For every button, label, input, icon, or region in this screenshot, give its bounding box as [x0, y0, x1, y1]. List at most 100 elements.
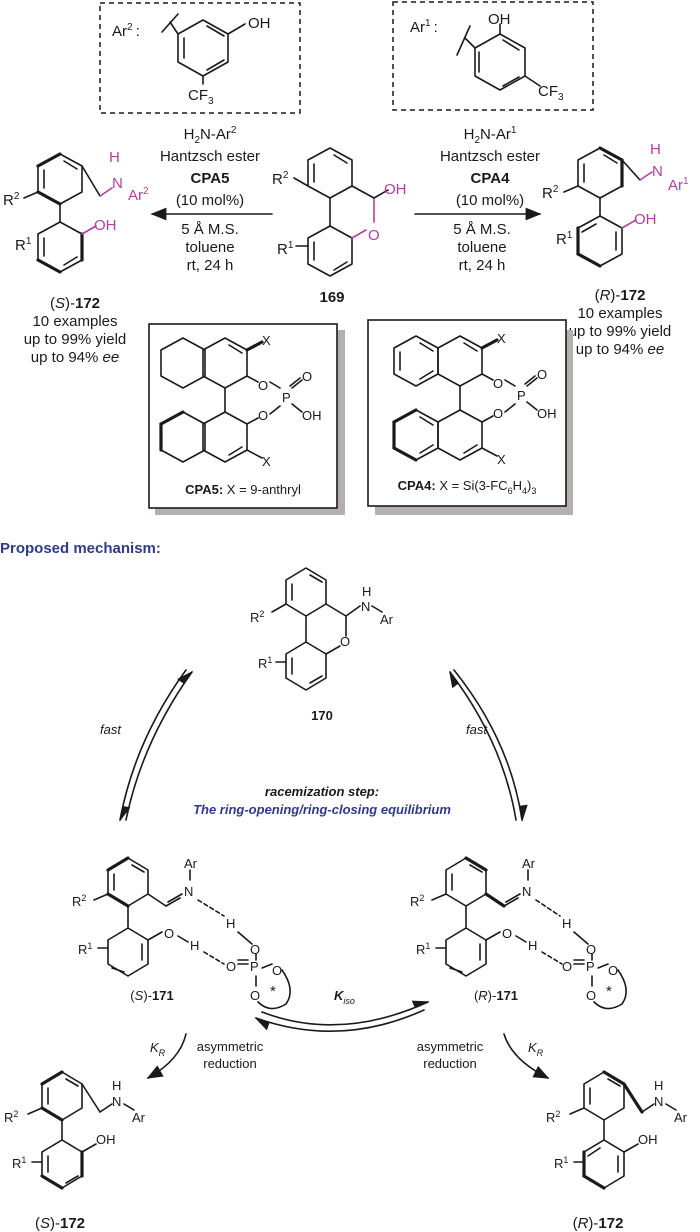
svg-text:H: H — [112, 1078, 121, 1093]
svg-text:10 examples: 10 examples — [32, 313, 117, 330]
catalyst-cpa4-box: X O O P O OH X CPA4: X = Si(3-FC6H4)3 — [367, 319, 573, 515]
svg-text:CPA4: X = Si(3-FC6H4)3: CPA4: X = Si(3-FC6H4)3 — [398, 478, 537, 496]
asym-reduction-left-2: reduction — [203, 1056, 256, 1071]
svg-text:Ar: Ar — [522, 856, 536, 871]
left-reduction-arrow — [146, 1033, 187, 1079]
right-reduction-arrow — [503, 1033, 550, 1079]
ar2-definition-box: Ar2: OH CF3 — [99, 2, 301, 114]
svg-text:O: O — [493, 406, 503, 421]
asym-reduction-right-1: asymmetric — [417, 1039, 484, 1054]
svg-text:H: H — [650, 141, 661, 158]
svg-text:CF3: CF3 — [188, 87, 214, 107]
svg-text:(R)-171: (R)-171 — [474, 988, 518, 1003]
racemization-subtitle: The ring-opening/ring-closing equilibriu… — [193, 802, 451, 817]
product-s-172-bottom: H N Ar OH R2 R1 (S)-172 — [4, 1070, 146, 1232]
svg-text:O: O — [226, 959, 236, 974]
svg-text:Hantzsch ester: Hantzsch ester — [160, 148, 260, 165]
svg-text:P: P — [586, 959, 595, 974]
svg-text:R2: R2 — [4, 1109, 18, 1125]
svg-text:H: H — [362, 584, 371, 599]
svg-text:R2: R2 — [410, 893, 424, 909]
svg-text:N: N — [112, 175, 123, 192]
svg-text:H2N-Ar2: H2N-Ar2 — [184, 125, 237, 146]
svg-text:N: N — [652, 163, 663, 180]
svg-text:Ar: Ar — [674, 1110, 688, 1125]
svg-text:169: 169 — [319, 289, 344, 306]
svg-text:H: H — [654, 1078, 663, 1093]
svg-text:O: O — [493, 376, 503, 391]
svg-text:Ar: Ar — [132, 1110, 146, 1125]
svg-text:R1: R1 — [78, 941, 92, 957]
svg-text:O: O — [250, 942, 260, 957]
svg-text:up to 94% ee: up to 94% ee — [576, 341, 664, 358]
svg-text:R2: R2 — [272, 170, 289, 188]
svg-text:up to 99% yield: up to 99% yield — [24, 331, 127, 348]
svg-text:OH: OH — [248, 15, 271, 32]
svg-text:rt, 24 h: rt, 24 h — [187, 257, 234, 274]
svg-text:H: H — [528, 938, 537, 953]
svg-text:OH: OH — [384, 181, 407, 198]
svg-text:R1: R1 — [12, 1155, 26, 1171]
right-reaction-conditions: H2N-Ar1 Hantzsch ester CPA4 (10 mol%) 5 … — [414, 125, 542, 274]
svg-text:toluene: toluene — [185, 239, 234, 256]
svg-text:R1: R1 — [554, 1155, 568, 1171]
svg-text:Ar2:: Ar2: — [112, 22, 140, 40]
svg-text:N: N — [184, 884, 193, 899]
svg-text:Ar2: Ar2 — [128, 186, 149, 204]
svg-text:O: O — [340, 634, 350, 649]
svg-text:Ar: Ar — [184, 856, 198, 871]
asym-reduction-left-1: asymmetric — [197, 1039, 264, 1054]
svg-text:OH: OH — [94, 217, 117, 234]
svg-text:CF3: CF3 — [538, 83, 564, 103]
svg-text:H: H — [190, 938, 199, 953]
svg-text:H: H — [109, 149, 120, 166]
svg-text:(10 mol%): (10 mol%) — [176, 192, 244, 209]
svg-text:*: * — [606, 983, 612, 1000]
svg-text:O: O — [164, 926, 174, 941]
svg-text:R1: R1 — [416, 941, 430, 957]
fast-label-left: fast — [100, 722, 122, 737]
svg-text:H: H — [226, 916, 235, 931]
svg-text:P: P — [517, 388, 526, 403]
svg-text:(R)-172: (R)-172 — [595, 287, 646, 304]
svg-text:toluene: toluene — [457, 239, 506, 256]
svg-text:rt, 24 h: rt, 24 h — [459, 257, 506, 274]
svg-text:(S)-171: (S)-171 — [130, 988, 173, 1003]
ar1-definition-box: Ar1: OH CF3 — [392, 1, 594, 111]
svg-text:R1: R1 — [556, 230, 573, 248]
svg-text:R2: R2 — [250, 609, 264, 625]
catalyst-cpa5-box: X O O P O OH X CPA5: X = 9-anthryl — [148, 323, 345, 515]
svg-text:*: * — [270, 983, 276, 1000]
svg-text:P: P — [250, 959, 259, 974]
svg-text:OH: OH — [634, 211, 657, 228]
svg-text:N: N — [654, 1094, 663, 1109]
svg-text:R2: R2 — [3, 191, 20, 209]
svg-text:O: O — [562, 959, 572, 974]
svg-text:O: O — [302, 369, 312, 384]
svg-text:X: X — [262, 333, 271, 348]
product-r-172-bottom: H N Ar OH R2 R1 (R)-172 — [546, 1070, 688, 1232]
intermediate-r-171: Ar N H O H O O P O O * R2 R1 (R)-171 — [410, 856, 627, 1010]
left-fast-equilibrium-arrow — [119, 669, 193, 822]
svg-text:O: O — [258, 408, 268, 423]
ar2-phenol-ring — [161, 13, 246, 85]
svg-text:OH: OH — [537, 406, 557, 421]
kiso-label: Kiso — [334, 988, 355, 1006]
svg-text:5 Å M.S.: 5 Å M.S. — [181, 221, 239, 238]
left-reaction-conditions: H2N-Ar2 Hantzsch ester CPA5 (10 mol%) 5 … — [150, 125, 273, 274]
svg-text:CPA5: X = 9-anthryl: CPA5: X = 9-anthryl — [185, 482, 301, 497]
svg-text:X: X — [262, 454, 271, 469]
mechanism-heading: Proposed mechanism: — [0, 540, 161, 557]
product-s-172-top: H N Ar2 OH R2 R1 (S)-172 10 examples up … — [3, 149, 149, 366]
svg-text:O: O — [258, 378, 268, 393]
intermediate-170: H N Ar O R2 R1 170 — [250, 567, 394, 723]
ar1-phenol-ring — [456, 23, 541, 91]
svg-text:H: H — [562, 916, 571, 931]
intermediate-s-171: Ar N H O H O O P O O * R2 R1 (S)-171 — [72, 856, 291, 1010]
svg-text:R2: R2 — [72, 893, 86, 909]
svg-text:O: O — [272, 963, 282, 978]
svg-text:O: O — [586, 942, 596, 957]
svg-text:10 examples: 10 examples — [577, 305, 662, 322]
racemization-title: racemization step: — [265, 784, 379, 799]
